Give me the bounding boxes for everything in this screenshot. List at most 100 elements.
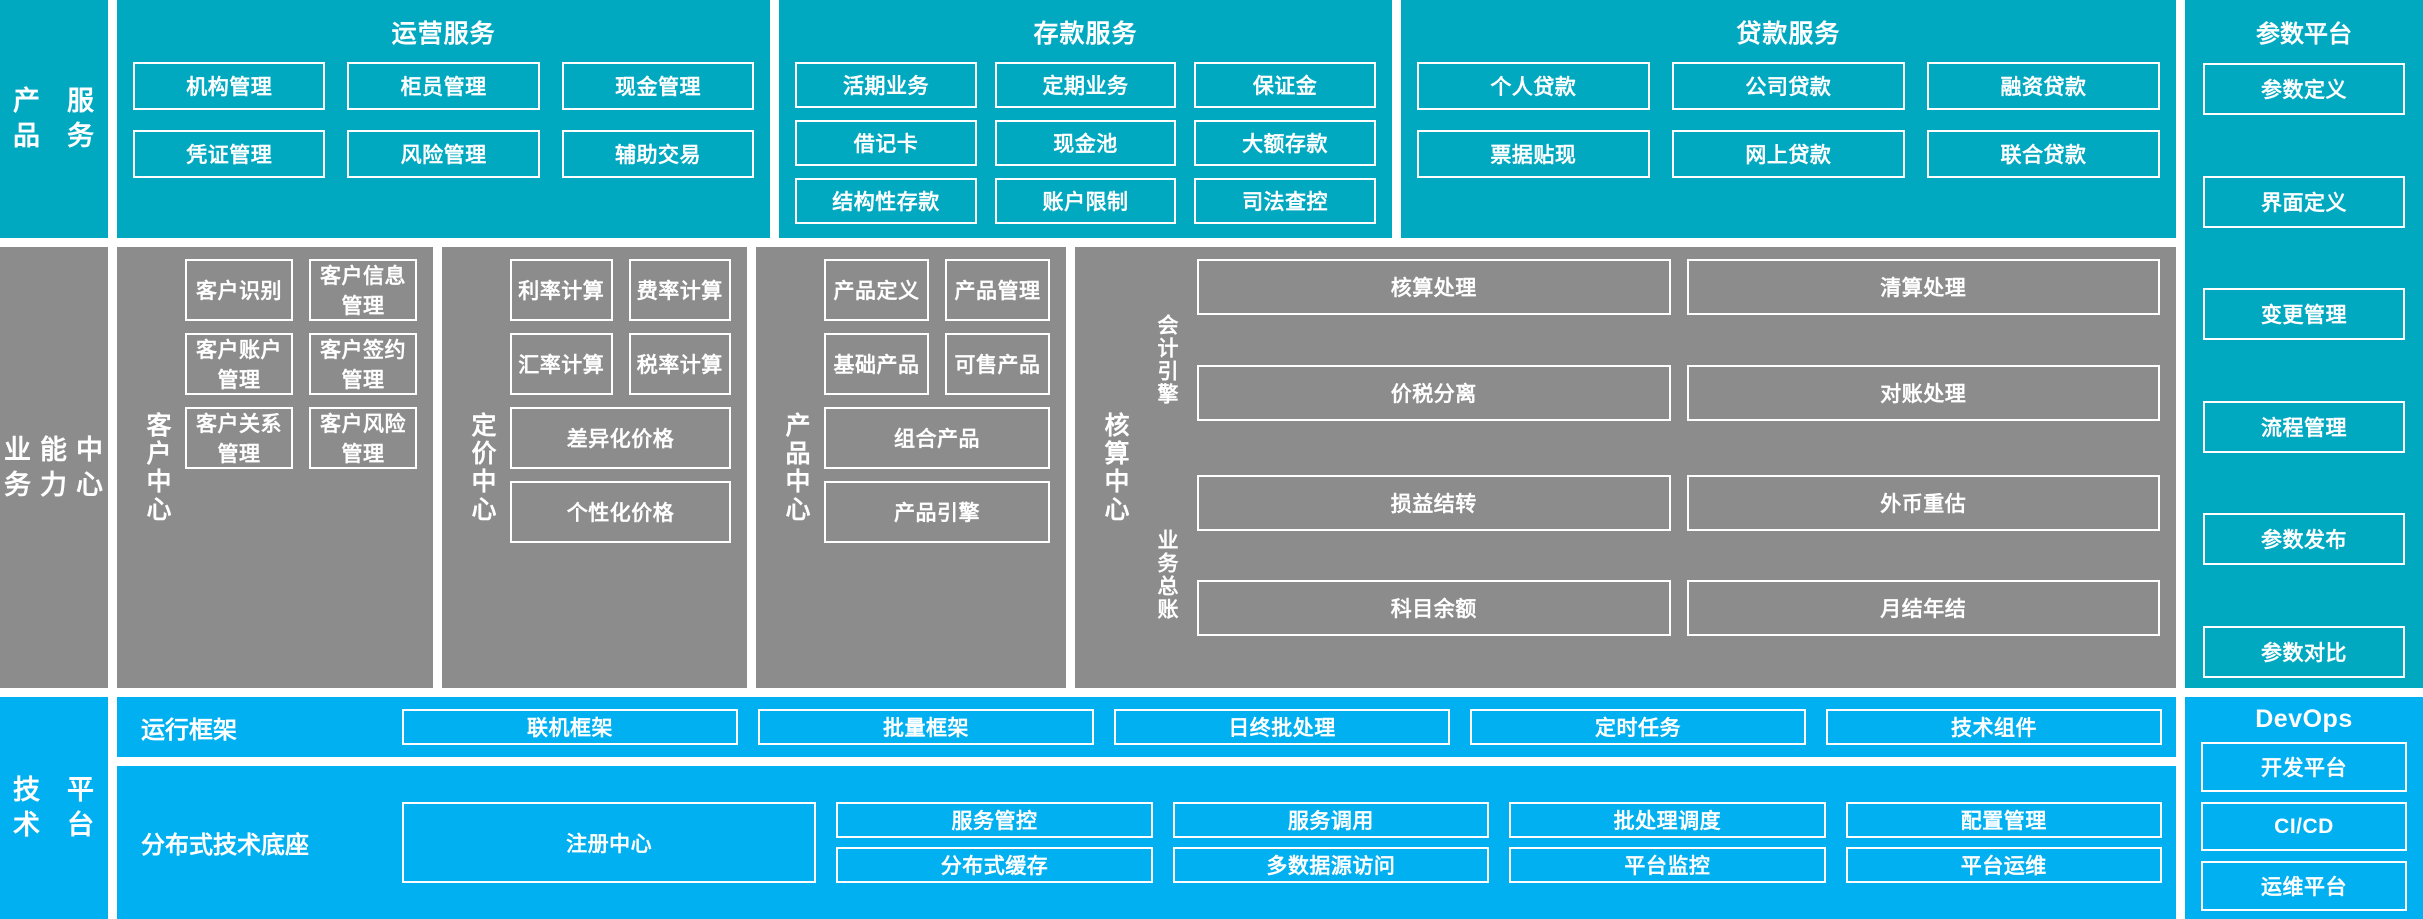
capability-chip[interactable]: 清算处理 bbox=[1686, 259, 2160, 315]
panel-loan-services: 贷款服务 个人贷款 公司贷款 融资贷款 票据贴现 网上贷款 联合贷款 bbox=[1400, 0, 2176, 238]
center-row: 客户关系管理 客户风险管理 bbox=[185, 407, 417, 469]
strip-label: 分布式技术底座 bbox=[141, 832, 309, 859]
service-chip[interactable]: 现金管理 bbox=[561, 62, 755, 110]
service-chip[interactable]: 柜员管理 bbox=[347, 62, 540, 110]
service-chip[interactable]: 公司贷款 bbox=[1671, 62, 1905, 110]
capability-chip[interactable]: 客户识别 bbox=[185, 259, 293, 321]
devops-chip[interactable]: CI/CD bbox=[2201, 801, 2407, 852]
devops-chip[interactable]: 开发平台 bbox=[2201, 742, 2407, 792]
tech-chip[interactable]: 多数据源访问 bbox=[1172, 847, 1490, 883]
capability-chip[interactable]: 损益结转 bbox=[1197, 474, 1671, 531]
parameter-chip[interactable]: 流程管理 bbox=[2203, 400, 2405, 453]
layer-label-line: 平台 bbox=[67, 775, 95, 840]
tech-chip[interactable]: 平台监控 bbox=[1509, 847, 1826, 883]
capability-chip[interactable]: 客户签约管理 bbox=[309, 333, 417, 395]
service-chip[interactable]: 结构性存款 bbox=[795, 178, 977, 224]
service-chip[interactable]: 定期业务 bbox=[994, 62, 1177, 108]
parameter-chip[interactable]: 变更管理 bbox=[2203, 288, 2405, 341]
capability-chip[interactable]: 客户关系管理 bbox=[185, 407, 293, 469]
service-chip[interactable]: 活期业务 bbox=[795, 62, 977, 108]
center-accounting: 核算中心 会计引擎 核算处理 清算处理 价税分离 对账处理 bbox=[1075, 247, 2176, 688]
service-chip[interactable]: 融资贷款 bbox=[1926, 62, 2160, 110]
capability-chip[interactable]: 组合产品 bbox=[824, 407, 1050, 469]
service-chip[interactable]: 票据贴现 bbox=[1416, 130, 1650, 178]
capability-chip[interactable]: 客户账户管理 bbox=[185, 333, 293, 395]
service-chip[interactable]: 风险管理 bbox=[347, 130, 540, 178]
service-chip[interactable]: 司法查控 bbox=[1194, 178, 1376, 224]
parameter-chip[interactable]: 参数发布 bbox=[2203, 513, 2405, 566]
capability-chip[interactable]: 对账处理 bbox=[1686, 364, 2160, 421]
capability-chip[interactable]: 产品管理 bbox=[945, 259, 1050, 321]
group-items: 损益结转 外币重估 科目余额 月结年结 bbox=[1197, 474, 2160, 677]
capability-chip[interactable]: 价税分离 bbox=[1197, 364, 1671, 421]
center-items: 产品定义 产品管理 基础产品 可售产品 组合产品 产品引擎 bbox=[824, 259, 1050, 676]
layer-label-business-capability: 业务 能力 中心 bbox=[0, 247, 108, 688]
tech-chip[interactable]: 技术组件 bbox=[1826, 709, 2162, 745]
center-row: 差异化价格 bbox=[510, 407, 731, 469]
tech-chip[interactable]: 批处理调度 bbox=[1509, 802, 1826, 838]
parameter-chip[interactable]: 参数对比 bbox=[2203, 625, 2405, 678]
column-parameter-platform: 参数平台 参数定义 界面定义 变更管理 流程管理 参数发布 参数对比 bbox=[2185, 0, 2423, 688]
capability-chip[interactable]: 科目余额 bbox=[1197, 580, 1671, 637]
devops-chip[interactable]: 运维平台 bbox=[2201, 861, 2407, 912]
capability-chip[interactable]: 客户信息管理 bbox=[309, 259, 417, 321]
tech-chip[interactable]: 分布式缓存 bbox=[836, 847, 1153, 883]
capability-chip[interactable]: 月结年结 bbox=[1686, 580, 2160, 637]
service-chip[interactable]: 联合贷款 bbox=[1926, 130, 2160, 178]
tech-chip[interactable]: 定时任务 bbox=[1470, 709, 1806, 745]
capability-chip[interactable]: 产品定义 bbox=[824, 259, 929, 321]
tech-chip[interactable]: 服务调用 bbox=[1172, 802, 1490, 838]
tech-chip[interactable]: 平台运维 bbox=[1845, 847, 2162, 883]
column-title: 参数平台 bbox=[2256, 21, 2352, 48]
service-chip[interactable]: 现金池 bbox=[994, 120, 1177, 166]
tech-chip[interactable]: 批量框架 bbox=[758, 709, 1094, 745]
service-chip[interactable]: 借记卡 bbox=[795, 120, 977, 166]
panel-operation-services: 运营服务 机构管理 柜员管理 现金管理 凭证管理 风险管理 辅助交易 bbox=[117, 0, 771, 238]
capability-chip[interactable]: 税率计算 bbox=[628, 333, 731, 395]
tech-chip[interactable]: 配置管理 bbox=[1845, 802, 2162, 838]
tech-chip-registry[interactable]: 注册中心 bbox=[402, 802, 817, 883]
center-row: 客户识别 客户信息管理 bbox=[185, 259, 417, 321]
tech-chip[interactable]: 服务管控 bbox=[836, 802, 1153, 838]
base-grid: 服务管控 服务调用 批处理调度 配置管理 分布式缓存 多数据源访问 平台监控 平… bbox=[836, 802, 2162, 883]
strip-runtime-framework: 运行框架 联机框架 批量框架 日终批处理 定时任务 技术组件 bbox=[117, 697, 2176, 757]
capability-chip[interactable]: 产品引擎 bbox=[824, 481, 1050, 543]
center-row: 汇率计算 税率计算 bbox=[510, 333, 731, 395]
service-chip[interactable]: 网上贷款 bbox=[1671, 130, 1905, 178]
layer-label-line: 能力 bbox=[40, 434, 68, 500]
panel-items: 个人贷款 公司贷款 融资贷款 票据贴现 网上贷款 联合贷款 bbox=[1416, 62, 2160, 224]
capability-chip[interactable]: 客户风险管理 bbox=[309, 407, 417, 469]
capability-chip[interactable]: 个性化价格 bbox=[510, 481, 731, 543]
column-title: DevOps bbox=[2255, 705, 2353, 733]
service-chip[interactable]: 机构管理 bbox=[133, 62, 326, 110]
parameter-chip[interactable]: 参数定义 bbox=[2203, 63, 2405, 115]
capability-chip[interactable]: 可售产品 bbox=[945, 333, 1050, 395]
capability-chip[interactable]: 费率计算 bbox=[628, 259, 731, 321]
layer-product-services: 产品 服务 运营服务 机构管理 柜员管理 现金管理 凭证管理 风险管理 辅助交易 bbox=[0, 0, 2176, 238]
center-row: 客户账户管理 客户签约管理 bbox=[185, 333, 417, 395]
panel-title: 存款服务 bbox=[1033, 20, 1138, 48]
center-row: 产品引擎 bbox=[824, 481, 1050, 543]
service-chip[interactable]: 保证金 bbox=[1194, 62, 1376, 108]
service-chip[interactable]: 大额存款 bbox=[1194, 120, 1376, 166]
layer-technology-platform: 技术 平台 运行框架 联机框架 批量框架 日终批处理 定时任务 技术组件 分布式… bbox=[0, 697, 2423, 919]
layer-label-line: 技术 bbox=[13, 775, 41, 840]
accounting-group-ledger: 业务总账 损益结转 外币重估 科目余额 月结年结 bbox=[1143, 474, 2160, 677]
parameter-chip[interactable]: 界面定义 bbox=[2203, 175, 2405, 228]
capability-chip[interactable]: 利率计算 bbox=[510, 259, 613, 321]
capability-chip[interactable]: 汇率计算 bbox=[510, 333, 613, 395]
column-devops: DevOps 开发平台 CI/CD 运维平台 bbox=[2185, 697, 2423, 919]
service-chip[interactable]: 辅助交易 bbox=[561, 130, 755, 178]
capability-chip[interactable]: 差异化价格 bbox=[510, 407, 731, 469]
capability-chip[interactable]: 外币重估 bbox=[1686, 474, 2160, 531]
tech-chip[interactable]: 联机框架 bbox=[402, 709, 738, 745]
strip-label: 运行框架 bbox=[141, 716, 237, 744]
capability-chip[interactable]: 基础产品 bbox=[824, 333, 929, 395]
tech-chip[interactable]: 日终批处理 bbox=[1114, 709, 1450, 745]
capability-chip[interactable]: 核算处理 bbox=[1197, 259, 1671, 315]
strip-distributed-base: 分布式技术底座 注册中心 服务管控 服务调用 批处理调度 配置管理 分布式缓存 … bbox=[117, 766, 2176, 919]
accounting-group-engine: 会计引擎 核算处理 清算处理 价税分离 对账处理 bbox=[1143, 259, 2160, 461]
service-chip[interactable]: 个人贷款 bbox=[1416, 62, 1650, 110]
service-chip[interactable]: 凭证管理 bbox=[133, 130, 326, 178]
service-chip[interactable]: 账户限制 bbox=[994, 178, 1177, 224]
